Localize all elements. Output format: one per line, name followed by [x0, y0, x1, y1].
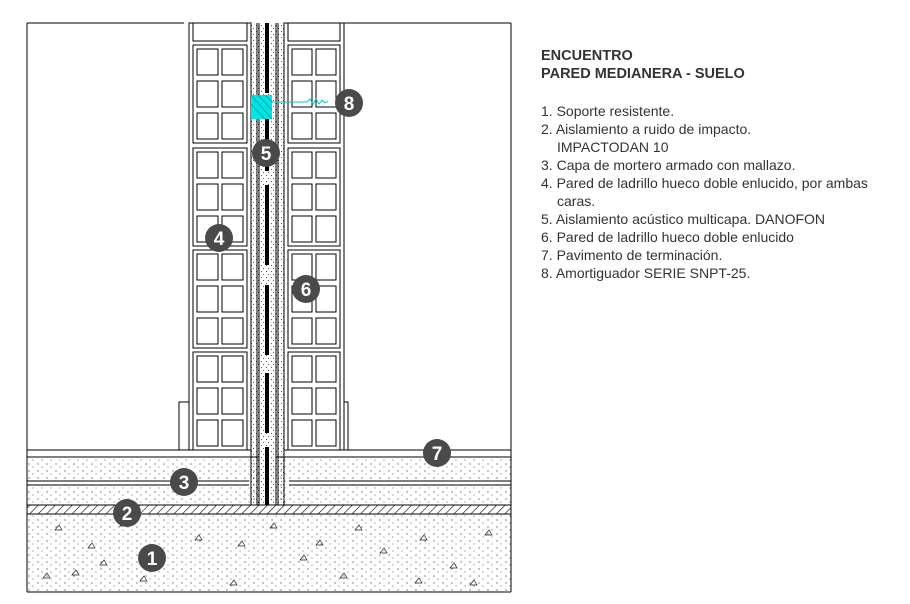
callout-marker-number: 2 — [122, 504, 133, 525]
callout-marker-circle — [252, 139, 280, 167]
callout-markers: 1 2 3 4 5 6 7 8 — [113, 89, 451, 572]
legend-item-text: Capa de mortero armado con mallazo. — [556, 157, 796, 173]
legend-item-text: Pared de ladrillo hueco doble enlucido, … — [556, 175, 868, 191]
callout-marker-number: 7 — [432, 444, 443, 465]
callout-marker-circle — [423, 439, 451, 467]
callout-marker-number: 6 — [301, 280, 312, 301]
legend-item: 3. Capa de mortero armado con mallazo. — [541, 156, 901, 174]
legend-item-number: 3. — [541, 157, 553, 173]
legend-item: 6. Pared de ladrillo hueco doble enlucid… — [541, 228, 901, 246]
legend-title-line-1: ENCUENTRO — [541, 48, 633, 64]
callout-marker: 3 — [170, 468, 198, 496]
callout-marker: 5 — [252, 139, 280, 167]
legend-title-line-2: PARED MEDIANERA - SUELO — [541, 66, 745, 82]
aggregate-marks — [42, 520, 493, 586]
legend-list: 1. Soporte resistente.2. Aislamiento a r… — [541, 102, 901, 282]
legend-panel: ENCUENTRO PARED MEDIANERA - SUELO 1. Sop… — [541, 47, 901, 282]
callout-marker: 1 — [138, 544, 166, 572]
legend-item-text: Amortiguador SERIE SNPT-25. — [555, 265, 751, 281]
legend-item: 7. Pavimento de terminación. — [541, 246, 901, 264]
callout-marker-circle — [170, 468, 198, 496]
callout-marker: 2 — [113, 499, 141, 527]
callout-marker-number: 5 — [261, 144, 272, 165]
legend-item: 2. Aislamiento a ruido de impacto. IMPACT… — [541, 120, 901, 156]
legend-item-continuation: IMPACTODAN 10 — [557, 139, 669, 155]
legend-item-number: 1. — [541, 103, 553, 119]
callout-marker-number: 4 — [214, 229, 225, 250]
legend-item-number: 4. — [541, 175, 553, 191]
callout-marker-number: 8 — [344, 94, 355, 115]
callout-marker-circle — [138, 544, 166, 572]
callout-marker: 4 — [205, 224, 233, 252]
callout-marker-circle — [292, 275, 320, 303]
legend-item-number: 6. — [541, 229, 553, 245]
legend-item: 4. Pared de ladrillo hueco doble enlucid… — [541, 174, 901, 210]
legend-item: 5. Aislamiento acústico multicapa. DANOF… — [541, 210, 901, 228]
legend-item-text: Soporte resistente. — [556, 103, 675, 119]
skirting-left — [178, 401, 190, 451]
legend-item: 8. Amortiguador SERIE SNPT-25. — [541, 264, 901, 282]
callout-marker: 6 — [292, 275, 320, 303]
legend-item-text: Aislamiento a ruido de impacto. — [555, 121, 752, 137]
callout-marker: 7 — [423, 439, 451, 467]
legend-item-number: 7. — [541, 247, 553, 263]
brick-wall-right — [283, 22, 345, 451]
callout-marker-number: 1 — [147, 549, 158, 570]
legend-item-number: 8. — [541, 265, 553, 281]
legend-item-text: Aislamiento acústico multicapa. DANOFON — [555, 211, 826, 227]
callout-marker-circle — [335, 89, 363, 117]
callout-marker-circle — [205, 224, 233, 252]
legend-item-continuation: caras. — [557, 193, 596, 209]
legend-item: 1. Soporte resistente. — [541, 102, 901, 120]
legend-item-text: Pared de ladrillo hueco doble enlucido — [556, 229, 794, 245]
impact-insulation — [26, 504, 512, 515]
legend-item-text: Pavimento de terminación. — [556, 247, 723, 263]
callout-marker-circle — [113, 499, 141, 527]
damper — [250, 94, 329, 120]
concrete-slab — [27, 514, 511, 592]
callout-marker: 8 — [335, 89, 363, 117]
legend-item-number: 5. — [541, 211, 553, 227]
callout-marker-number: 3 — [179, 473, 190, 494]
legend-item-number: 2. — [541, 121, 553, 137]
